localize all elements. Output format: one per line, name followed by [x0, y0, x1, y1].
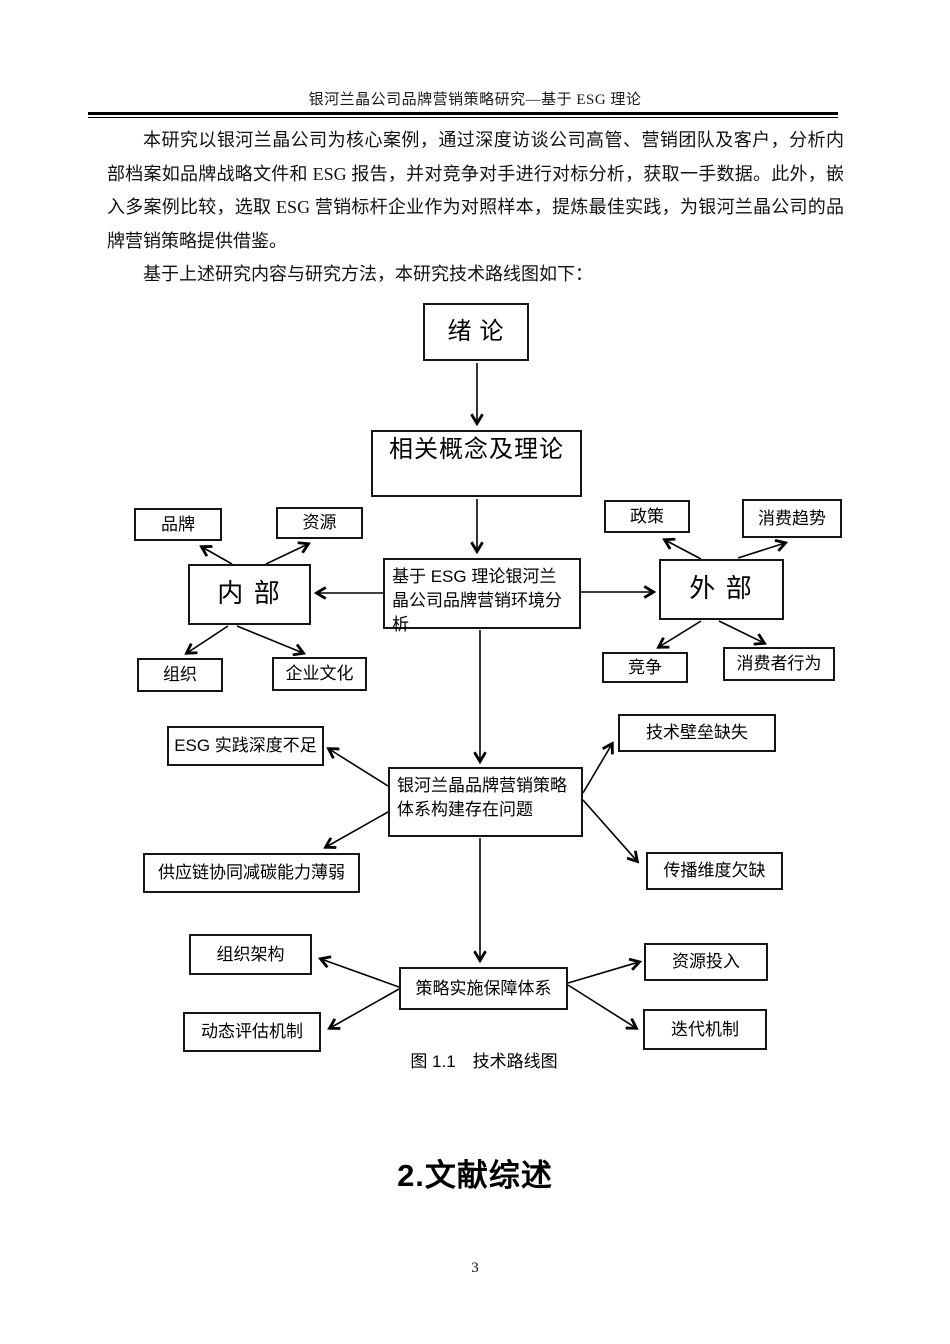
arrow-internal-to-resource — [265, 544, 308, 565]
flow-node-organization: 组织 — [137, 658, 223, 692]
arrow-problem-to-esg-gap — [329, 749, 389, 787]
flow-node-policy: 政策 — [604, 500, 690, 533]
page-number: 3 — [471, 1260, 479, 1276]
flow-node-iteration-mechanism: 迭代机制 — [643, 1009, 767, 1050]
arrow-guarantee-to-iteration — [567, 984, 636, 1028]
flow-node-dynamic-evaluation: 动态评估机制 — [183, 1012, 321, 1052]
arrow-external-to-policy — [665, 540, 702, 560]
arrow-problem-to-supply — [326, 811, 389, 847]
flow-node-concepts-theory: 相关概念及理论 — [371, 430, 582, 497]
flow-node-env-analysis: 基于 ESG 理论银河兰晶公司品牌营销环境分析 — [383, 558, 581, 634]
flow-node-brand: 品牌 — [134, 508, 222, 541]
flow-node-corporate-culture: 企业文化 — [272, 657, 367, 691]
arrow-internal-to-organization — [187, 625, 229, 653]
arrow-problem-to-communication — [582, 799, 637, 861]
body-paragraphs: 本研究以银河兰晶公司为核心案例，通过深度访谈公司高管、营销团队及客户，分析内部档… — [107, 124, 844, 292]
section-heading: 2.文献综述 — [397, 1158, 553, 1193]
flow-node-external: 外 部 — [659, 559, 784, 620]
flow-node-supply-chain-weak: 供应链协同减碳能力薄弱 — [143, 853, 360, 893]
flow-node-communication-gap: 传播维度欠缺 — [646, 852, 783, 890]
flow-node-consumption-trend: 消费趋势 — [742, 499, 842, 538]
arrow-guarantee-to-resource-input — [567, 962, 639, 984]
arrow-problem-to-barrier — [582, 744, 612, 794]
arrow-external-to-trend — [737, 543, 785, 559]
arrow-internal-to-brand — [202, 547, 233, 565]
arrow-internal-to-culture — [236, 625, 303, 653]
flow-node-resource: 资源 — [276, 507, 363, 539]
flow-node-internal: 内 部 — [188, 564, 311, 625]
flow-node-resource-input: 资源投入 — [644, 943, 768, 981]
flow-node-org-structure: 组织架构 — [189, 934, 312, 975]
flow-node-problem: 银河兰晶品牌营销策略体系构建存在问题 — [388, 767, 583, 837]
header-rule-thick — [88, 112, 838, 115]
paragraph-research-method: 本研究以银河兰晶公司为核心案例，通过深度访谈公司高管、营销团队及客户，分析内部档… — [107, 130, 844, 251]
figure-caption: 图 1.1 技术路线图 — [410, 1052, 558, 1071]
arrow-guarantee-to-evaluation — [330, 988, 400, 1028]
arrow-external-to-behavior — [718, 620, 764, 643]
flow-node-esg-practice-gap: ESG 实践深度不足 — [167, 726, 324, 766]
running-header: 银河兰晶公司品牌营销策略研究—基于 ESG 理论 — [308, 92, 642, 108]
arrow-guarantee-to-structure — [321, 959, 400, 988]
flow-node-introduction: 绪 论 — [423, 303, 529, 361]
flow-node-competition: 竞争 — [602, 652, 688, 683]
paragraph-route-intro: 基于上述研究内容与研究方法，本研究技术路线图如下： — [143, 264, 593, 284]
header-rule-thin — [88, 117, 838, 119]
flow-node-guarantee-system: 策略实施保障体系 — [399, 967, 568, 1010]
arrow-external-to-competition — [659, 620, 702, 647]
flow-node-consumer-behavior: 消费者行为 — [723, 647, 835, 681]
flow-node-tech-barrier: 技术壁垒缺失 — [618, 714, 776, 752]
